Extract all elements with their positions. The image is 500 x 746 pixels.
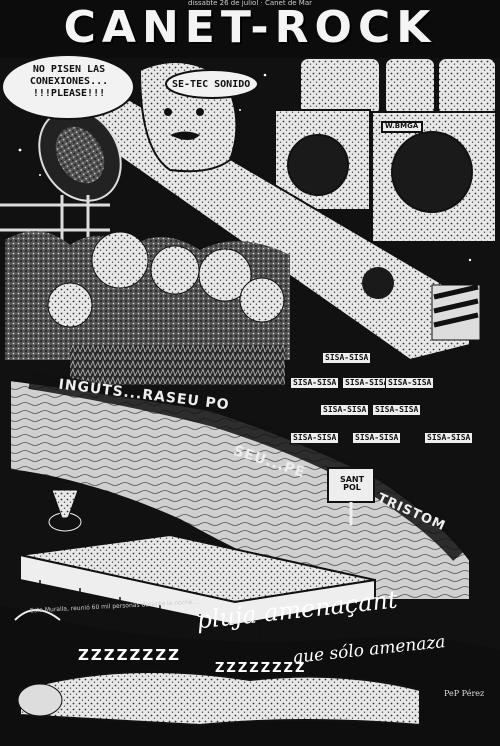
sleep-zzz-1: ZZZZZZZZ [78, 646, 182, 664]
poster-title: CANET-ROCK [63, 2, 437, 53]
artist-signature: PeP Pérez [444, 689, 485, 698]
bubble-right-shape [165, 69, 259, 99]
chant-sign: SISA-SISA [372, 404, 422, 416]
chant-sign: SISA-SISA [424, 432, 474, 444]
speaker-stack [274, 57, 497, 243]
chant-sign: SISA-SISA [352, 432, 402, 444]
top-line: dissabte 26 de juliol · Canet de Mar [187, 0, 313, 7]
bubble-left-shape [1, 54, 135, 120]
chant-sign: SISA-SISA [290, 377, 340, 389]
road-sign [327, 467, 375, 525]
sleeping-figure [19, 671, 421, 727]
sign-text: SANT POL [339, 475, 365, 492]
amp-badge: W.BMGA [385, 122, 419, 130]
flag [431, 284, 481, 341]
chant-sign: SISA-SISA [322, 352, 372, 364]
speech-bubble-right: SE-TEC SONIDO [172, 79, 251, 90]
chant-sign: SISA-SISA [290, 432, 340, 444]
buoy [48, 489, 82, 532]
chant-sign: SISA-SISA [320, 404, 370, 416]
masthead-band [0, 0, 500, 58]
speech-bubble-left: NO PISEN LAS CONEXIONES... !!!PLEASE!!! [29, 64, 109, 99]
sleep-zzz-2: ZZZZZZZZ [215, 661, 307, 676]
chant-sign: SISA-SISA [342, 377, 392, 389]
forest [5, 231, 290, 360]
chant-sign: SISA-SISA [385, 377, 435, 389]
crowd-field [70, 345, 285, 385]
